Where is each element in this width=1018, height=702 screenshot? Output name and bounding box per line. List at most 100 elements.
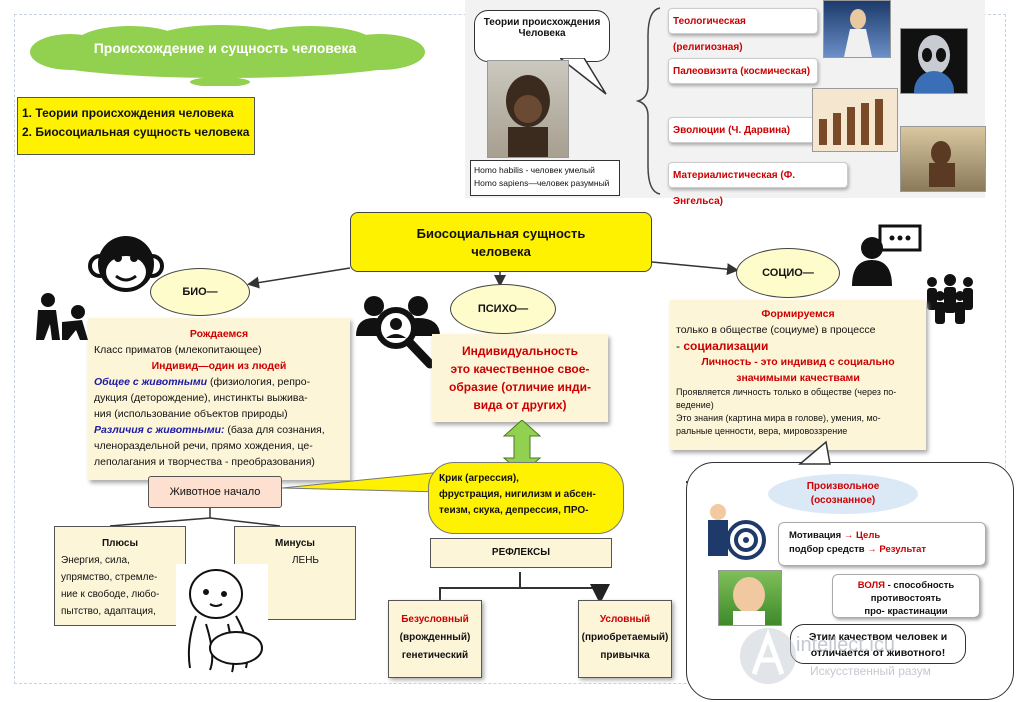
plus-line1: Энергия, сила, bbox=[61, 555, 130, 566]
yellow-pointer-icon bbox=[282, 471, 442, 493]
theory-paleovisit: Палеовизита (космическая) bbox=[668, 58, 818, 84]
plus-line3: ние к свободе, любо- bbox=[61, 589, 160, 600]
reflex-label: РЕФЛЕКСЫ bbox=[491, 547, 551, 558]
watermark-logo-icon bbox=[740, 628, 796, 684]
volya-line1: ВОЛЯ - способность bbox=[833, 579, 979, 592]
topic-item-1: 1. Теории происхождения человека bbox=[22, 106, 234, 120]
volya-word: ВОЛЯ bbox=[857, 580, 885, 591]
bio-card: Рождаемся Класс приматов (млекопитающее)… bbox=[88, 318, 350, 480]
title-cloud: Происхождение и сущность человека bbox=[20, 24, 430, 86]
minus-text: ЛЕНЬ bbox=[291, 555, 319, 566]
socio-card: Формируемся только в обществе (социуме) … bbox=[670, 300, 926, 450]
volya-box: ВОЛЯ - способность противостоять про- кр… bbox=[832, 574, 980, 618]
volya-krast: крастинации bbox=[887, 606, 948, 617]
bio-diff-text: (база для сознания, bbox=[224, 424, 325, 436]
bio-common-line3: ния (использование объектов природы) bbox=[94, 408, 288, 420]
cond-line1: Условный bbox=[599, 614, 651, 625]
result-label: Результат bbox=[879, 544, 927, 555]
bubble-tail-icon bbox=[560, 58, 607, 95]
main-title: Биосоциальная сущность человека bbox=[350, 212, 652, 272]
socio-socialization: социализации bbox=[683, 339, 769, 353]
theories-bubble-text: Теории происхождения Человека bbox=[483, 17, 601, 39]
psycho-cloud-line1: Крик (агрессия), bbox=[439, 473, 519, 484]
dog-owner-icon bbox=[36, 293, 88, 340]
plus-line4: пытство, адаптация, bbox=[61, 606, 156, 617]
topic-item-2: 2. Биосоциальная сущность человека bbox=[22, 125, 250, 139]
socio-line2: - социализации bbox=[676, 338, 920, 354]
psycho-line2: это качественное свое- bbox=[450, 362, 590, 376]
speaker-icon bbox=[852, 224, 922, 286]
socio-line3: Личность - это индивид с социально bbox=[701, 356, 895, 368]
uncond-line3: генетический bbox=[401, 650, 469, 661]
theory-materialist: Материалистическая (Ф. Энгельса) bbox=[668, 162, 848, 207]
plus-box: Плюсы Энергия, сила, упрямство, стремле-… bbox=[54, 526, 186, 626]
motivation-label: Мотивация bbox=[789, 530, 842, 541]
volya-pro: про- bbox=[864, 606, 885, 617]
uncond-reflex-box: Безусловный (врожденный) генетический bbox=[388, 600, 482, 678]
psycho-line3: образие (отличие инди- bbox=[449, 380, 591, 394]
bio-label: БИО— bbox=[182, 286, 218, 298]
socio-label: СОЦИО— bbox=[762, 267, 814, 279]
watermark-domain: intellect.icu bbox=[796, 634, 895, 656]
voluntary-oval: Произвольное (осознанное) bbox=[768, 474, 918, 514]
socio-oval: СОЦИО— bbox=[736, 248, 840, 298]
bio-individ: Индивид—один из людей bbox=[151, 360, 287, 372]
bio-common-text: (физиология, репро- bbox=[207, 376, 311, 388]
bio-common-line2: дукция (деторождение), инстинкты выжива- bbox=[94, 392, 308, 404]
bio-diff-line2: членораздельной речи, прямо хождения, це… bbox=[94, 440, 313, 452]
socio-line1: только в обществе (социуме) в процессе bbox=[676, 324, 876, 336]
cond-line2: (приобретаемый) bbox=[581, 632, 669, 643]
bio-diff-line3: леполагания и творчества - преобразовани… bbox=[94, 456, 315, 468]
psycho-line1: Индивидуальность bbox=[462, 344, 578, 358]
bio-class: Класс приматов (млекопитающее) bbox=[94, 344, 262, 356]
theory-theological: Теологическая (религиозная) bbox=[668, 8, 818, 53]
socio-line4: значимыми качествами bbox=[736, 372, 860, 384]
baby-icon bbox=[176, 564, 268, 676]
socio-line7: Это знания (картина мира в голове), умен… bbox=[676, 413, 881, 423]
plus-line2: упрямство, стремле- bbox=[61, 572, 158, 583]
monkey-icon bbox=[88, 236, 164, 292]
child-photo bbox=[718, 570, 782, 626]
cond-reflex-box: Условный (приобретаемый) привычка bbox=[578, 600, 672, 678]
main-title-line1: Биосоциальная сущность bbox=[416, 226, 586, 241]
theories-bubble: Теории происхождения Человека bbox=[474, 10, 610, 62]
theory-evolution: Эволюции (Ч. Дарвина) bbox=[668, 117, 818, 143]
evolution-photo bbox=[812, 88, 898, 152]
socio-line8: ральные ценности, вера, мировоззрение bbox=[676, 426, 848, 436]
plus-title: Плюсы bbox=[101, 538, 139, 549]
volya-line3: про- крастинации bbox=[833, 605, 979, 618]
cond-line3: привычка bbox=[600, 650, 650, 661]
socio-formed: Формируемся bbox=[761, 308, 835, 320]
search-people-icon bbox=[356, 296, 440, 369]
motivation-box: Мотивация → Цель подбор средств → Резуль… bbox=[778, 522, 986, 566]
voluntary-line1: Произвольное bbox=[806, 481, 880, 492]
watermark: intellect.icu Искусственный разум bbox=[738, 622, 1018, 692]
bio-diff: Различия с животными: (база для сознания… bbox=[94, 422, 344, 438]
psycho-card: Индивидуальность это качественное свое- … bbox=[432, 334, 608, 422]
page-title: Происхождение и сущность человека bbox=[93, 40, 357, 56]
socio-line6: ведение) bbox=[676, 400, 714, 410]
bio-common: Общее с животными (физиология, репро- bbox=[94, 374, 344, 390]
uncond-line1: Безусловный bbox=[401, 614, 469, 625]
brace-icon bbox=[636, 7, 661, 195]
reflex-box: РЕФЛЕКСЫ bbox=[430, 538, 612, 568]
animal-start-label: Животное начало bbox=[169, 486, 261, 498]
homo-box: Homo habilis - человек умелый Homo sapie… bbox=[470, 160, 620, 196]
homo-habilis: Homo habilis - человек умелый bbox=[474, 165, 595, 175]
psycho-label: ПСИХО— bbox=[477, 303, 529, 315]
psycho-cloud-line2: фрустрация, нигилизм и абсен- bbox=[439, 489, 596, 500]
psycho-cloud: Крик (агрессия), фрустрация, нигилизм и … bbox=[428, 462, 624, 534]
socio-line2-dash: - bbox=[676, 339, 684, 353]
double-arrow-icon bbox=[502, 420, 542, 474]
bio-common-heading: Общее с животными bbox=[94, 376, 208, 388]
psycho-line4: вида от других) bbox=[473, 398, 567, 412]
animal-start-box: Животное начало bbox=[148, 476, 282, 508]
voluntary-line2: (осознанное) bbox=[810, 495, 876, 506]
volya-line2: противостоять bbox=[870, 593, 942, 604]
socio-line5: Проявляется личность только в обществе (… bbox=[676, 387, 897, 397]
watermark-tagline: Искусственный разум bbox=[810, 664, 931, 678]
goal-label: Цель bbox=[855, 530, 881, 541]
psycho-cloud-line3: теизм, скука, депрессия, ПРО- bbox=[439, 505, 589, 516]
minus-title: Минусы bbox=[275, 538, 315, 549]
